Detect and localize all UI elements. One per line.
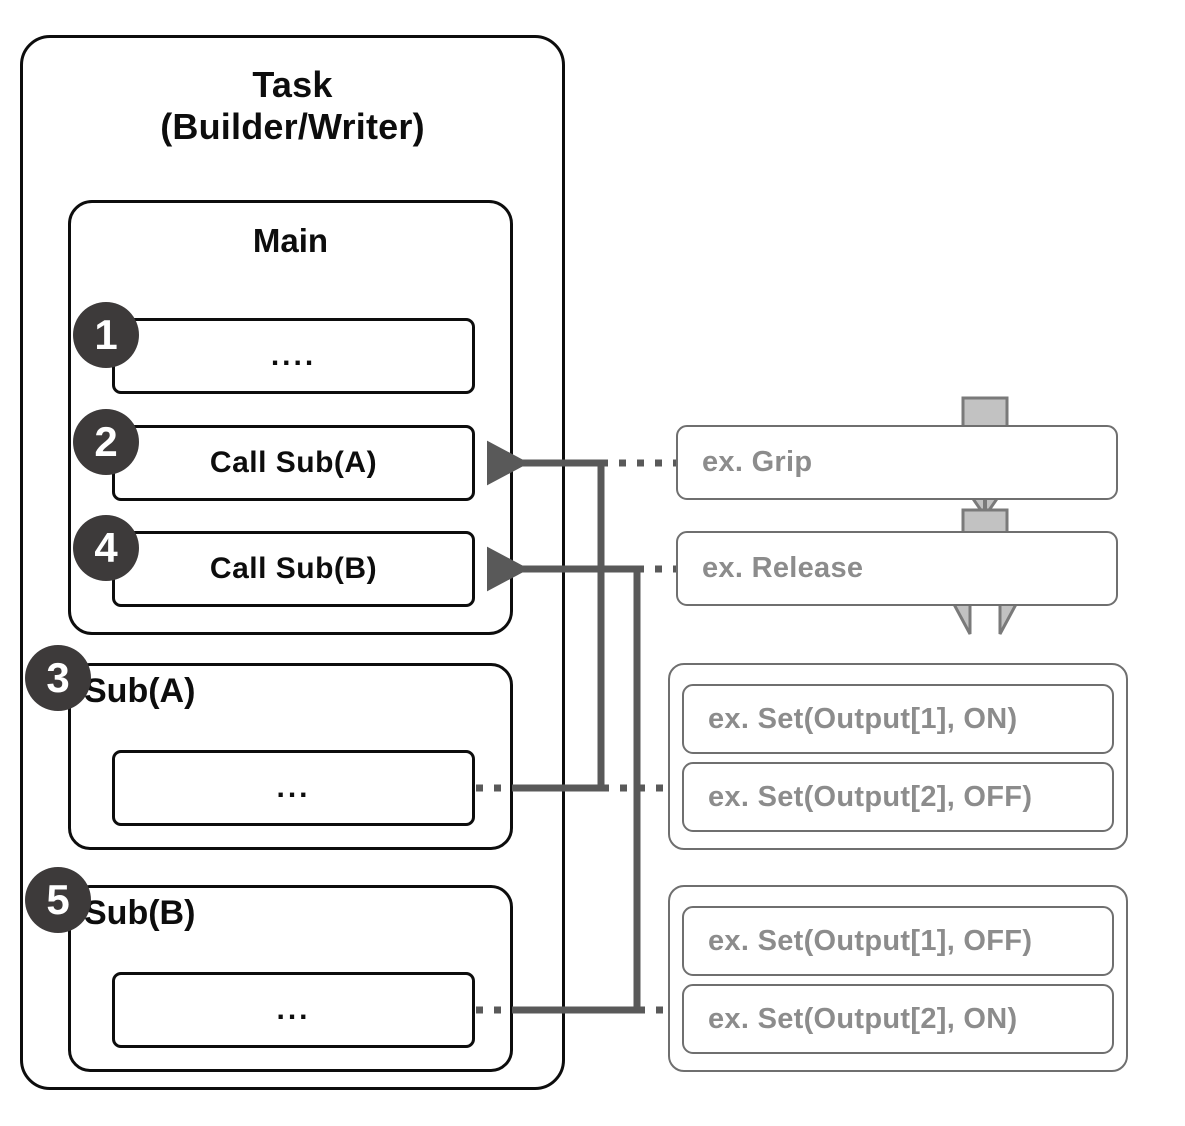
main-statement-1-text: ....	[270, 339, 317, 372]
sub-b-statement[interactable]: ...	[112, 972, 475, 1048]
example-card-release[interactable]: ex. Release	[676, 531, 1118, 606]
example-card-grip[interactable]: ex. Grip	[676, 425, 1118, 500]
example-card-sub-b-1[interactable]: ex. Set(Output[1], OFF)	[682, 906, 1114, 976]
main-panel	[68, 200, 513, 635]
step-badge-3: 3	[25, 645, 91, 711]
step-badge-1: 1	[73, 302, 139, 368]
sub-b-panel	[68, 885, 513, 1072]
example-card-sub-b-1-label: ex. Set(Output[1], OFF)	[708, 924, 1033, 957]
example-card-sub-a-1-label: ex. Set(Output[1], ON)	[708, 702, 1018, 735]
sub-b-label: Sub(B)	[84, 894, 196, 932]
step-badge-1-text: 1	[94, 311, 118, 358]
step-badge-5-text: 5	[46, 876, 70, 923]
connector-sub-b-to-call-b	[486, 546, 641, 1014]
step-badge-5: 5	[25, 867, 91, 933]
step-badge-2: 2	[73, 409, 139, 475]
sub-a-statement[interactable]: ...	[112, 750, 475, 826]
sub-a-panel	[68, 663, 513, 850]
step-badge-3-text: 3	[46, 654, 70, 701]
example-card-sub-a-2-label: ex. Set(Output[2], OFF)	[708, 780, 1033, 813]
task-panel-title: Task (Builder/Writer)	[160, 64, 425, 148]
sub-a-label: Sub(A)	[84, 672, 196, 710]
main-statement-call-sub-b-text: Call Sub(B)	[209, 552, 378, 585]
main-panel-title: Main	[252, 222, 329, 259]
example-card-sub-a-2[interactable]: ex. Set(Output[2], OFF)	[682, 762, 1114, 832]
main-statement-call-sub-a[interactable]: Call Sub(A)	[112, 425, 475, 501]
main-statement-1[interactable]: ....	[112, 318, 475, 394]
step-badge-4: 4	[73, 515, 139, 581]
example-card-grip-label: ex. Grip	[702, 446, 813, 478]
task-panel	[20, 35, 565, 1090]
example-card-sub-b-2[interactable]: ex. Set(Output[2], ON)	[682, 984, 1114, 1054]
example-card-release-label: ex. Release	[702, 552, 864, 584]
step-badge-4-text: 4	[94, 524, 118, 571]
example-card-sub-a-1[interactable]: ex. Set(Output[1], ON)	[682, 684, 1114, 754]
sub-a-statement-text: ...	[276, 771, 311, 804]
example-card-sub-b-2-label: ex. Set(Output[2], ON)	[708, 1002, 1018, 1035]
sub-b-statement-text: ...	[276, 993, 311, 1026]
main-statement-call-sub-a-text: Call Sub(A)	[209, 446, 378, 479]
step-badge-2-text: 2	[94, 418, 118, 465]
connector-sub-a-to-call-a	[486, 440, 605, 792]
